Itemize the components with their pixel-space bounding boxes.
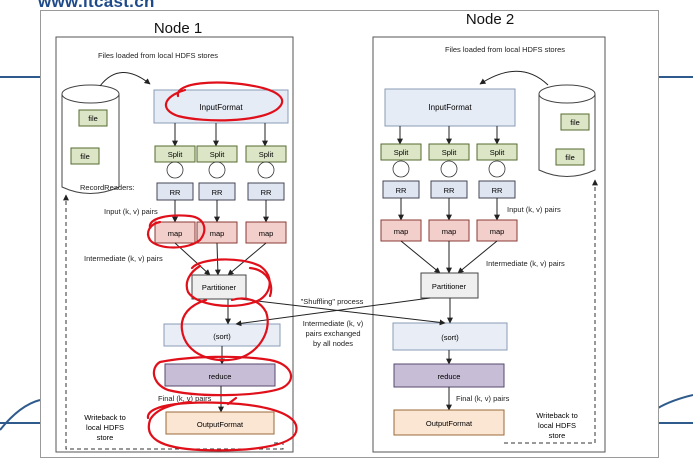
node-1-sort-label: (sort) xyxy=(213,332,231,341)
node-2-sort-box xyxy=(392,322,508,351)
node-1-partitioner-label: Partitioner xyxy=(202,283,237,292)
node-1-output-format-label: OutputFormat xyxy=(197,420,244,429)
node-1-record-readers-label: RecordReaders: xyxy=(80,183,135,192)
node-1-map-1-label: map xyxy=(168,229,183,238)
node-2-map-2-label: map xyxy=(442,227,457,236)
node-1-file-1-label: file xyxy=(88,114,98,123)
node-2-rr-1-label: RR xyxy=(396,186,407,195)
node-1-writeback-label-2: local HDFS xyxy=(86,423,124,432)
node-1-hdfs-store-icon: file file xyxy=(61,84,120,194)
node-1-writeback-arrow xyxy=(63,194,284,450)
red-annotations xyxy=(146,81,298,452)
node-2: Node 2 Files loaded from local HDFS stor… xyxy=(372,11,606,453)
node-2-hdfs-label: Files loaded from local HDFS stores xyxy=(445,45,565,54)
node-2-file-1 xyxy=(560,113,590,131)
node-1-split-3-label: Split xyxy=(259,150,275,159)
annotation-circle-map xyxy=(146,214,206,249)
node-1-map-2-label: map xyxy=(210,229,225,238)
node-1: Node 1 Files loaded from local HDFS stor… xyxy=(55,20,294,453)
node-2-title: Node 2 xyxy=(466,11,514,28)
annotation-circle-outputformat xyxy=(146,400,298,452)
node-2-writeback-arrow xyxy=(504,179,598,444)
node-1-load-arrow xyxy=(99,72,151,87)
node-1-split-1-label: Split xyxy=(168,150,184,159)
node-2-writeback-label-2: local HDFS xyxy=(538,421,576,430)
node-2-output-format-label: OutputFormat xyxy=(426,419,473,428)
node-2-split-2-label: Split xyxy=(442,148,458,157)
annotation-stroke-partitioner xyxy=(248,266,273,298)
node-1-file-1 xyxy=(78,109,108,127)
node-1-title: Node 1 xyxy=(154,20,202,37)
node-1-writeback-label-3: store xyxy=(97,433,114,442)
node-1-input-format-box xyxy=(153,89,289,124)
node-2-input-format-label: InputFormat xyxy=(428,103,472,112)
node-2-file-1-label: file xyxy=(570,118,580,127)
node-1-rr-3-label: RR xyxy=(261,188,272,197)
node-2-file-2-label: file xyxy=(565,153,575,162)
node-1-writeback-label-1: Writeback to xyxy=(84,413,126,422)
node-2-intermediate-label: Intermediate (k, v) pairs xyxy=(486,259,565,268)
shuffle-exchange-label-1: Intermediate (k, v) xyxy=(303,319,364,328)
node-1-rr-2-label: RR xyxy=(212,188,223,197)
node-1-split-2-label: Split xyxy=(210,150,226,159)
node-1-hdfs-label: Files loaded from local HDFS stores xyxy=(98,51,218,60)
node-2-hdfs-store-icon: file file xyxy=(538,84,596,177)
node-2-load-arrow xyxy=(479,70,549,86)
node-2-split-3-label: Split xyxy=(490,148,506,157)
node-1-map-3-label: map xyxy=(259,229,274,238)
node-2-rr-3-label: RR xyxy=(492,186,503,195)
annotation-circle-reduce xyxy=(152,355,293,397)
node-2-rr-2-label: RR xyxy=(444,186,455,195)
annotation-circle-inputformat xyxy=(165,81,284,122)
node-2-map-3-label: map xyxy=(490,227,505,236)
node-2-reduce-label: reduce xyxy=(438,372,461,381)
node-1-rr-1-label: RR xyxy=(170,188,181,197)
node-1-input-pairs-label: Input (k, v) pairs xyxy=(104,207,158,216)
shuffle-title: "Shuffling" process xyxy=(301,297,364,306)
shuffle-exchange-label-3: by all nodes xyxy=(313,339,353,348)
node-2-sort-label: (sort) xyxy=(441,333,459,342)
node-1-final-label: Final (k, v) pairs xyxy=(158,394,212,403)
node-1-input-format-label: InputFormat xyxy=(199,103,243,112)
slide-accent-curve-right xyxy=(657,394,693,409)
node-1-reduce-box xyxy=(164,363,276,387)
node-1-file-2 xyxy=(70,147,100,165)
node-1-intermediate-label: Intermediate (k, v) pairs xyxy=(84,254,163,263)
node-2-split-1-label: Split xyxy=(394,148,410,157)
slide-accent-curve-left xyxy=(0,399,41,431)
node-1-reduce-label: reduce xyxy=(209,372,232,381)
node-1-output-format-box xyxy=(165,411,275,435)
node-2-writeback-label-1: Writeback to xyxy=(536,411,578,420)
node-2-partitioner-label: Partitioner xyxy=(432,282,467,291)
annotation-tick xyxy=(226,396,238,406)
node-1-partitioner-box xyxy=(191,274,247,300)
node-2-map-1-label: map xyxy=(394,227,409,236)
node-2-split-3 xyxy=(476,143,518,161)
shuffle-arrow-n1-n2 xyxy=(239,298,446,326)
node-2-input-format-box xyxy=(384,88,516,127)
shuffle-exchange-label-2: pairs exchanged xyxy=(305,329,360,338)
node-2-output-format-box xyxy=(393,409,505,436)
node-2-input-pairs-label: Input (k, v) pairs xyxy=(507,205,561,214)
node-2-split-2 xyxy=(428,143,470,161)
node-2-file-2 xyxy=(555,148,585,166)
node-1-file-2-label: file xyxy=(80,152,90,161)
node-2-writeback-label-3: store xyxy=(549,431,566,440)
brand-logo: www.itcast.cn xyxy=(38,0,155,11)
node-2-final-label: Final (k, v) pairs xyxy=(456,394,510,403)
node-2-split-1 xyxy=(380,143,422,161)
